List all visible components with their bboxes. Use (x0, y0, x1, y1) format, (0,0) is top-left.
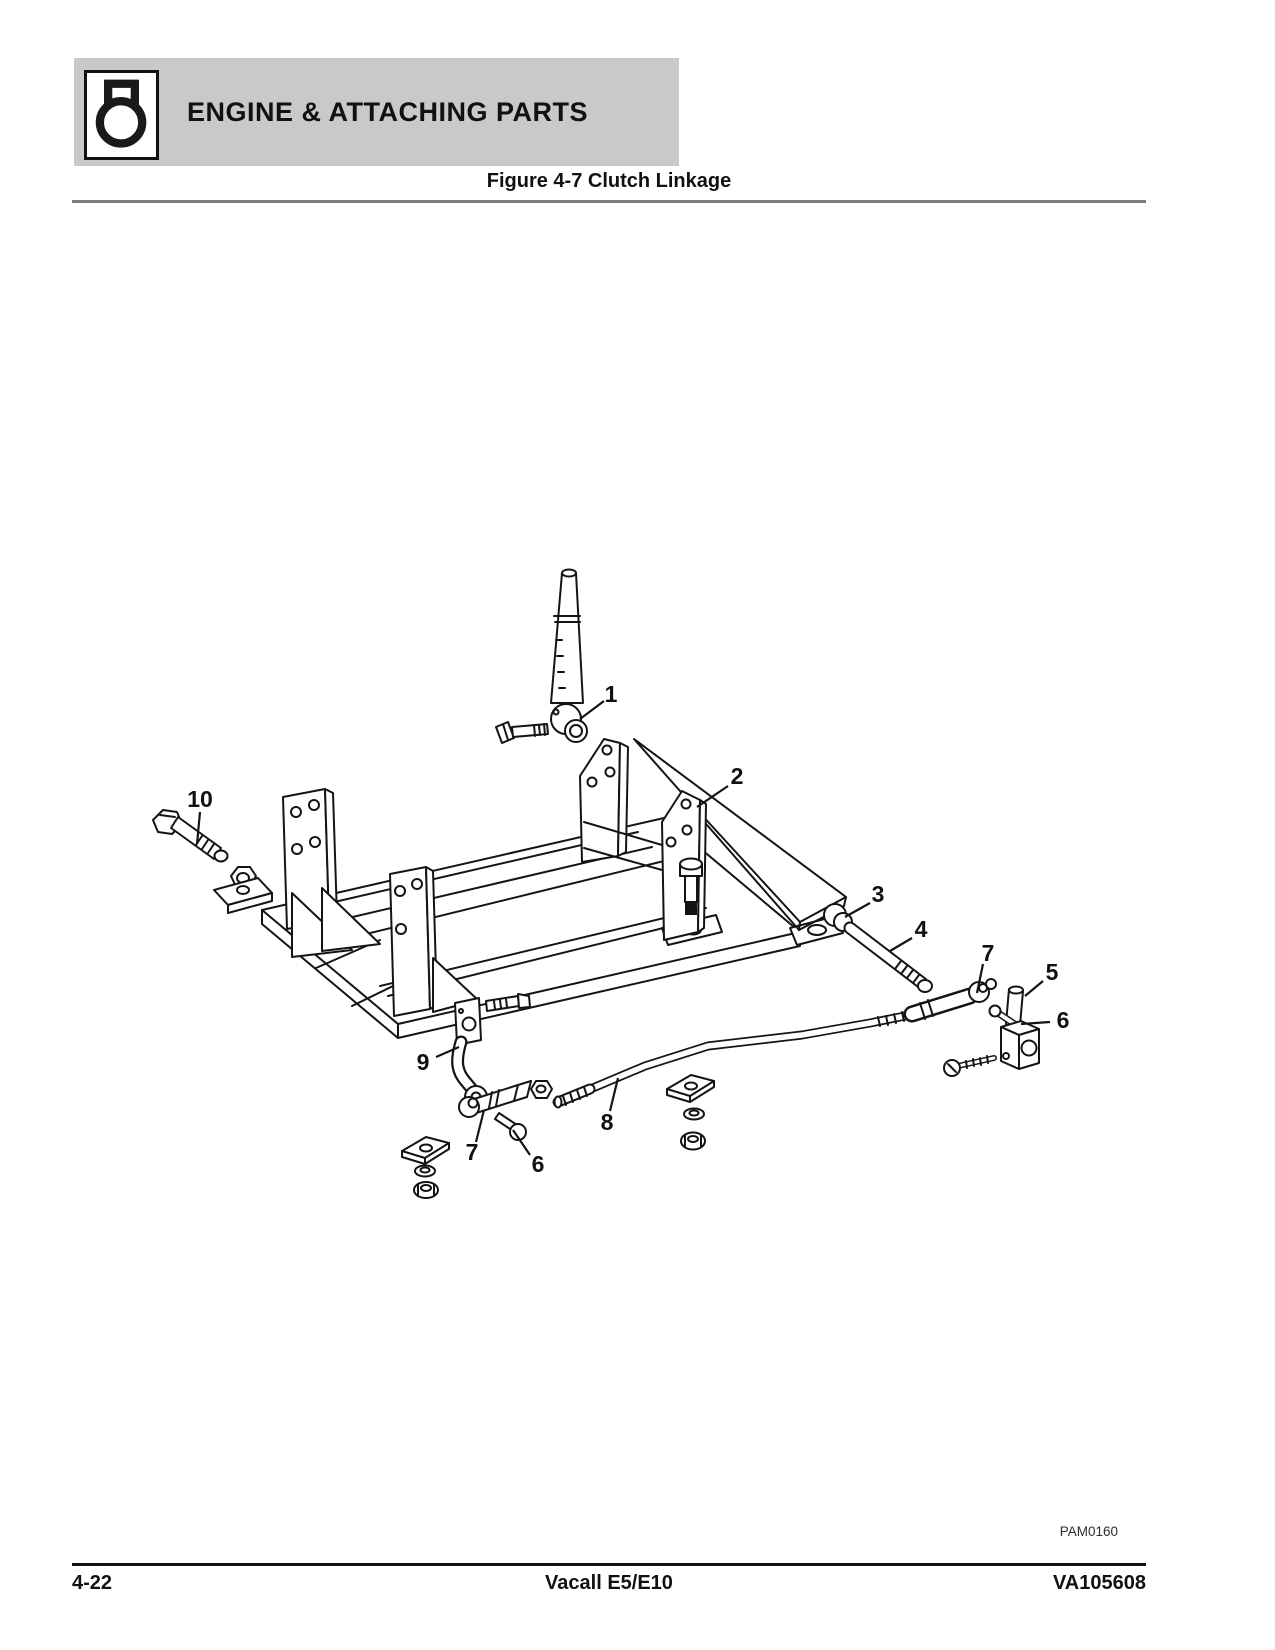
cross-channel (583, 821, 663, 871)
callout-number-4: 4 (915, 916, 928, 942)
callout-5: 5 (1024, 959, 1059, 997)
document-number: VA105608 (1052, 1572, 1146, 1594)
bolt-and-clamp (152, 809, 273, 914)
clevis-nut (530, 1080, 553, 1099)
callout-9: 9 (417, 1045, 460, 1075)
clevis-upper (903, 978, 997, 1023)
rear-bracket-tower (579, 738, 629, 863)
callout-1: 1 (579, 681, 618, 720)
callout-7-right: 7 (975, 940, 995, 994)
callout-10: 10 (187, 786, 213, 845)
clevis-bolt-lower (494, 1112, 527, 1141)
washer-left (414, 1164, 436, 1178)
washer-right (683, 1107, 705, 1121)
section-title: ENGINE & ATTACHING PARTS (187, 96, 588, 127)
callout-number-6-right: 6 (1057, 1007, 1070, 1033)
callout-number-9: 9 (417, 1049, 430, 1075)
figure-title: Figure 4-7 Clutch Linkage (486, 170, 732, 192)
callout-number-10: 10 (187, 786, 213, 812)
left-bracket-tower (282, 788, 381, 958)
nut-right (680, 1131, 706, 1151)
title-rule (72, 200, 1146, 203)
model-name: Vacall E5/E10 (545, 1572, 673, 1594)
callout-number-2: 2 (731, 763, 744, 789)
callout-number-8: 8 (601, 1109, 614, 1135)
mount-bolt (679, 857, 703, 915)
section-banner: ENGINE & ATTACHING PARTS (74, 58, 679, 166)
callout-number-1: 1 (605, 681, 618, 707)
callout-6-lower: 6 (512, 1129, 545, 1177)
drawing-code: PAM0160 (1059, 1524, 1118, 1539)
callout-3: 3 (844, 881, 885, 918)
page-number: 4-22 (72, 1572, 113, 1594)
washer-plate-right (666, 1074, 715, 1103)
callout-number-6-lower: 6 (532, 1151, 545, 1177)
clutch-rod (552, 1010, 915, 1109)
lever-bolt (495, 721, 549, 744)
nut-left (413, 1181, 439, 1199)
callout-8: 8 (601, 1077, 620, 1135)
callout-2: 2 (696, 763, 744, 808)
washer-plate-left (401, 1136, 450, 1165)
mounting-plate (633, 738, 847, 931)
anchor-block (1000, 1020, 1040, 1070)
callout-number-7-right: 7 (982, 940, 995, 966)
center-bracket (389, 866, 479, 1017)
bellcrank-bracket (454, 997, 482, 1046)
pivot-pin (485, 993, 531, 1012)
block-screw (943, 1055, 997, 1077)
callout-layer: 1 2 10 3 4 7 5 6 9 8 7 6 (187, 681, 1069, 1177)
pushrod (843, 921, 933, 993)
engine-flywheel-icon (84, 70, 159, 160)
page-footer: 4-22 Vacall E5/E10 VA105608 (72, 1572, 1146, 1595)
clevis-lower (458, 1080, 532, 1118)
callout-number-3: 3 (872, 881, 885, 907)
callout-7-lower: 7 (466, 1109, 486, 1165)
footer-rule (72, 1563, 1146, 1566)
callout-number-7-lower: 7 (466, 1139, 479, 1165)
callout-4: 4 (889, 916, 928, 952)
callout-6-right: 6 (1020, 1007, 1070, 1033)
engine-flywheel-glyph (95, 79, 147, 148)
clutch-lever (550, 568, 588, 743)
callout-number-5: 5 (1046, 959, 1059, 985)
